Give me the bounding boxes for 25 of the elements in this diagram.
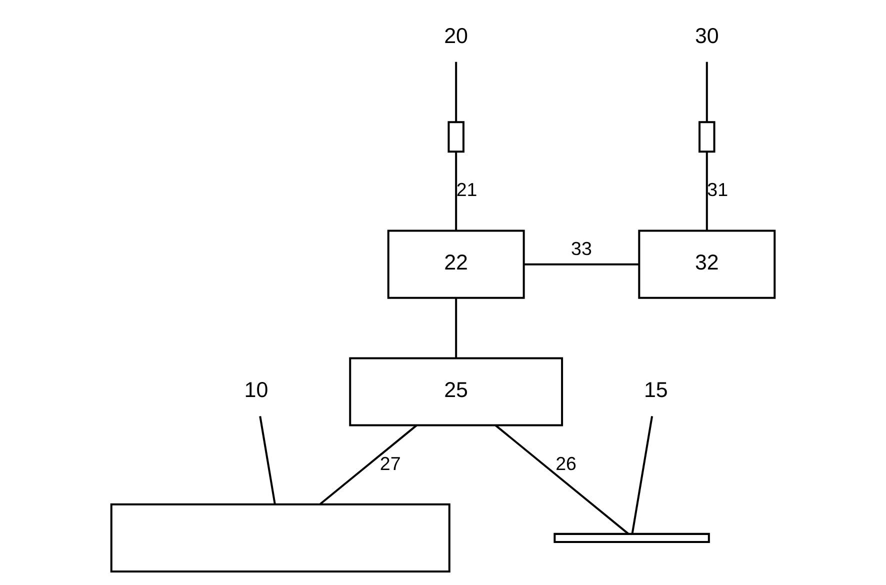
- connector: [706, 152, 708, 230]
- node-box: [448, 121, 464, 153]
- edge-label: 33: [571, 238, 592, 260]
- node-text: 20: [444, 24, 468, 48]
- connector: [320, 424, 418, 505]
- connector: [455, 298, 458, 358]
- connector: [631, 416, 654, 534]
- connector: [494, 424, 630, 535]
- connector: [259, 416, 276, 504]
- edge-label: 21: [456, 179, 478, 200]
- node-box: 25: [349, 357, 564, 426]
- connector: [455, 62, 458, 122]
- edge-label: 26: [556, 452, 576, 474]
- node-box: 32: [638, 230, 776, 299]
- connector: [524, 263, 639, 266]
- node-text: 15: [644, 378, 668, 402]
- connector: [706, 62, 708, 122]
- connector: [455, 152, 458, 230]
- edge-label: 27: [380, 452, 401, 474]
- node-box: [698, 121, 716, 153]
- node-text: 30: [694, 24, 719, 48]
- node-box: 22: [387, 230, 525, 299]
- node-text: 10: [244, 378, 268, 402]
- node-box: [110, 503, 450, 572]
- node-bar: [554, 532, 710, 543]
